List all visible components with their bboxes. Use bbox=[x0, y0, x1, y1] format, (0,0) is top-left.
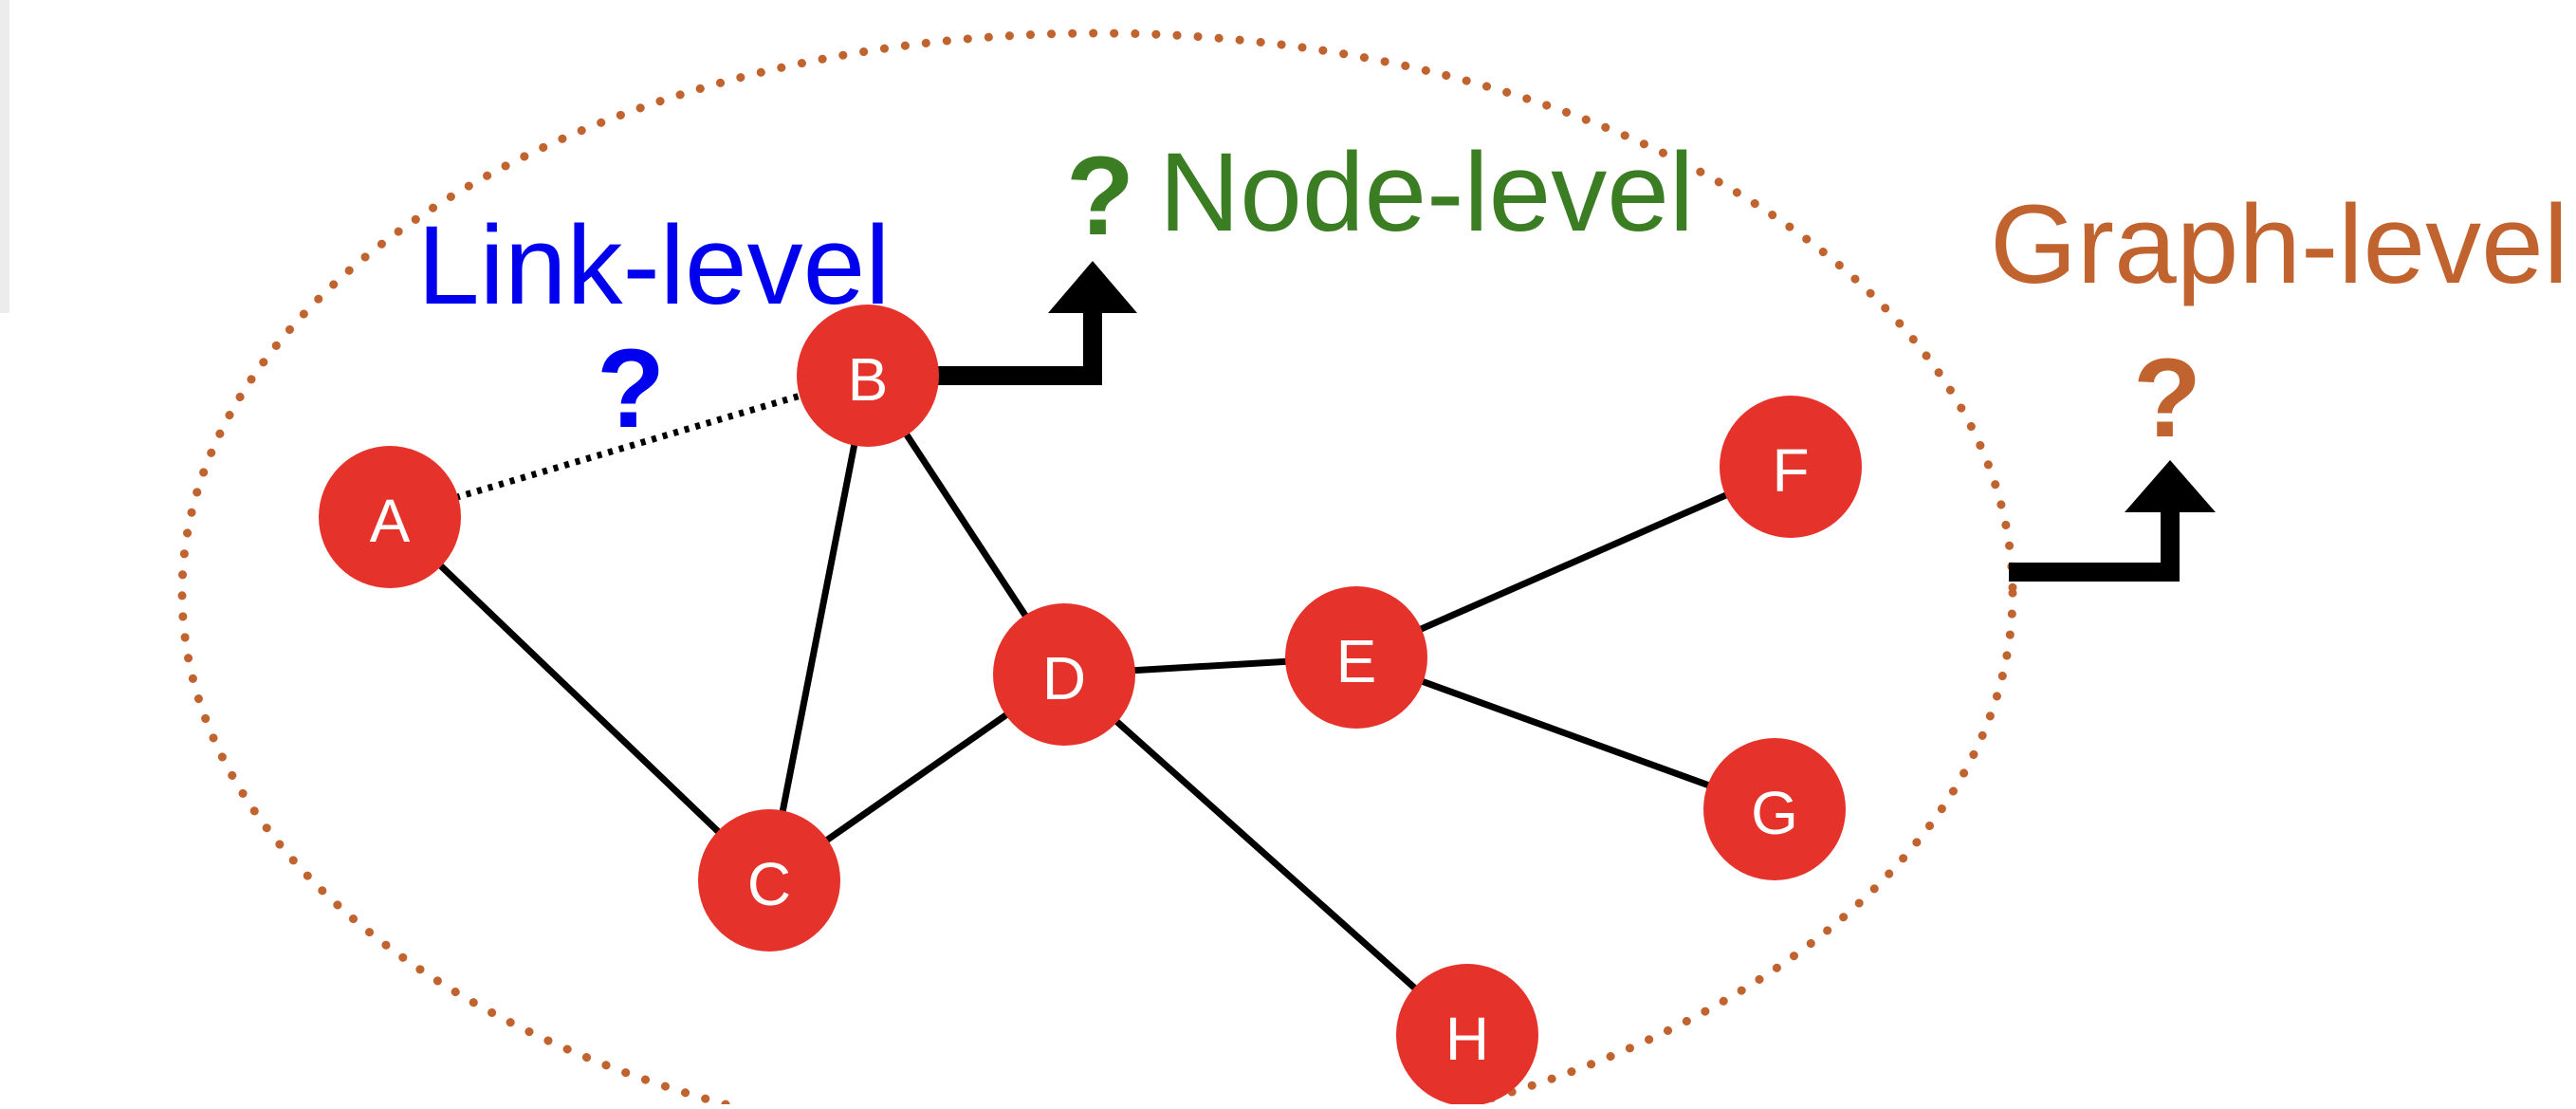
node-circle bbox=[1396, 964, 1538, 1106]
node-circle bbox=[1285, 586, 1427, 729]
node-level-label: Node-level bbox=[1159, 130, 1694, 255]
graph-level-label: Graph-level bbox=[1990, 182, 2568, 307]
node-e: E bbox=[1285, 586, 1427, 729]
graph-boundary-ellipse bbox=[177, 28, 2017, 1109]
node-label: C bbox=[747, 850, 791, 918]
node-c: C bbox=[698, 809, 840, 952]
node-level-question-mark: ? bbox=[1066, 134, 1134, 259]
node-label: E bbox=[1336, 627, 1377, 695]
node-b: B bbox=[797, 305, 939, 447]
nodes-layer: A B C D E F G H bbox=[319, 305, 1862, 1106]
edge-b-c bbox=[765, 375, 872, 881]
node-circle bbox=[698, 809, 840, 952]
node-label: A bbox=[370, 487, 411, 555]
left-edge-shadow bbox=[0, 0, 9, 313]
node-circle bbox=[797, 305, 939, 447]
node-f: F bbox=[1720, 396, 1862, 538]
node-level-arrow bbox=[934, 261, 1137, 385]
node-label: B bbox=[848, 345, 889, 414]
node-label: G bbox=[1751, 779, 1798, 847]
node-circle bbox=[1703, 738, 1846, 880]
node-a: A bbox=[319, 446, 461, 588]
node-label: H bbox=[1445, 1005, 1489, 1073]
node-g: G bbox=[1703, 738, 1846, 880]
edge-e-f bbox=[1354, 463, 1793, 661]
edge-a-c bbox=[387, 514, 772, 883]
node-circle bbox=[319, 446, 461, 588]
node-circle bbox=[1720, 396, 1862, 538]
link-level-label: Link-level bbox=[417, 203, 890, 328]
node-circle bbox=[993, 603, 1135, 746]
node-h: H bbox=[1396, 964, 1538, 1106]
edge-d-h bbox=[1061, 672, 1470, 1038]
graph-level-question-mark: ? bbox=[2133, 336, 2201, 461]
link-level-question-mark: ? bbox=[597, 326, 665, 452]
node-label: D bbox=[1042, 644, 1086, 712]
predicted-link-a-b bbox=[389, 372, 869, 521]
node-d: D bbox=[993, 603, 1135, 746]
graph-level-arrow bbox=[2009, 460, 2216, 582]
node-label: F bbox=[1772, 436, 1809, 505]
edge-e-g bbox=[1354, 654, 1776, 813]
